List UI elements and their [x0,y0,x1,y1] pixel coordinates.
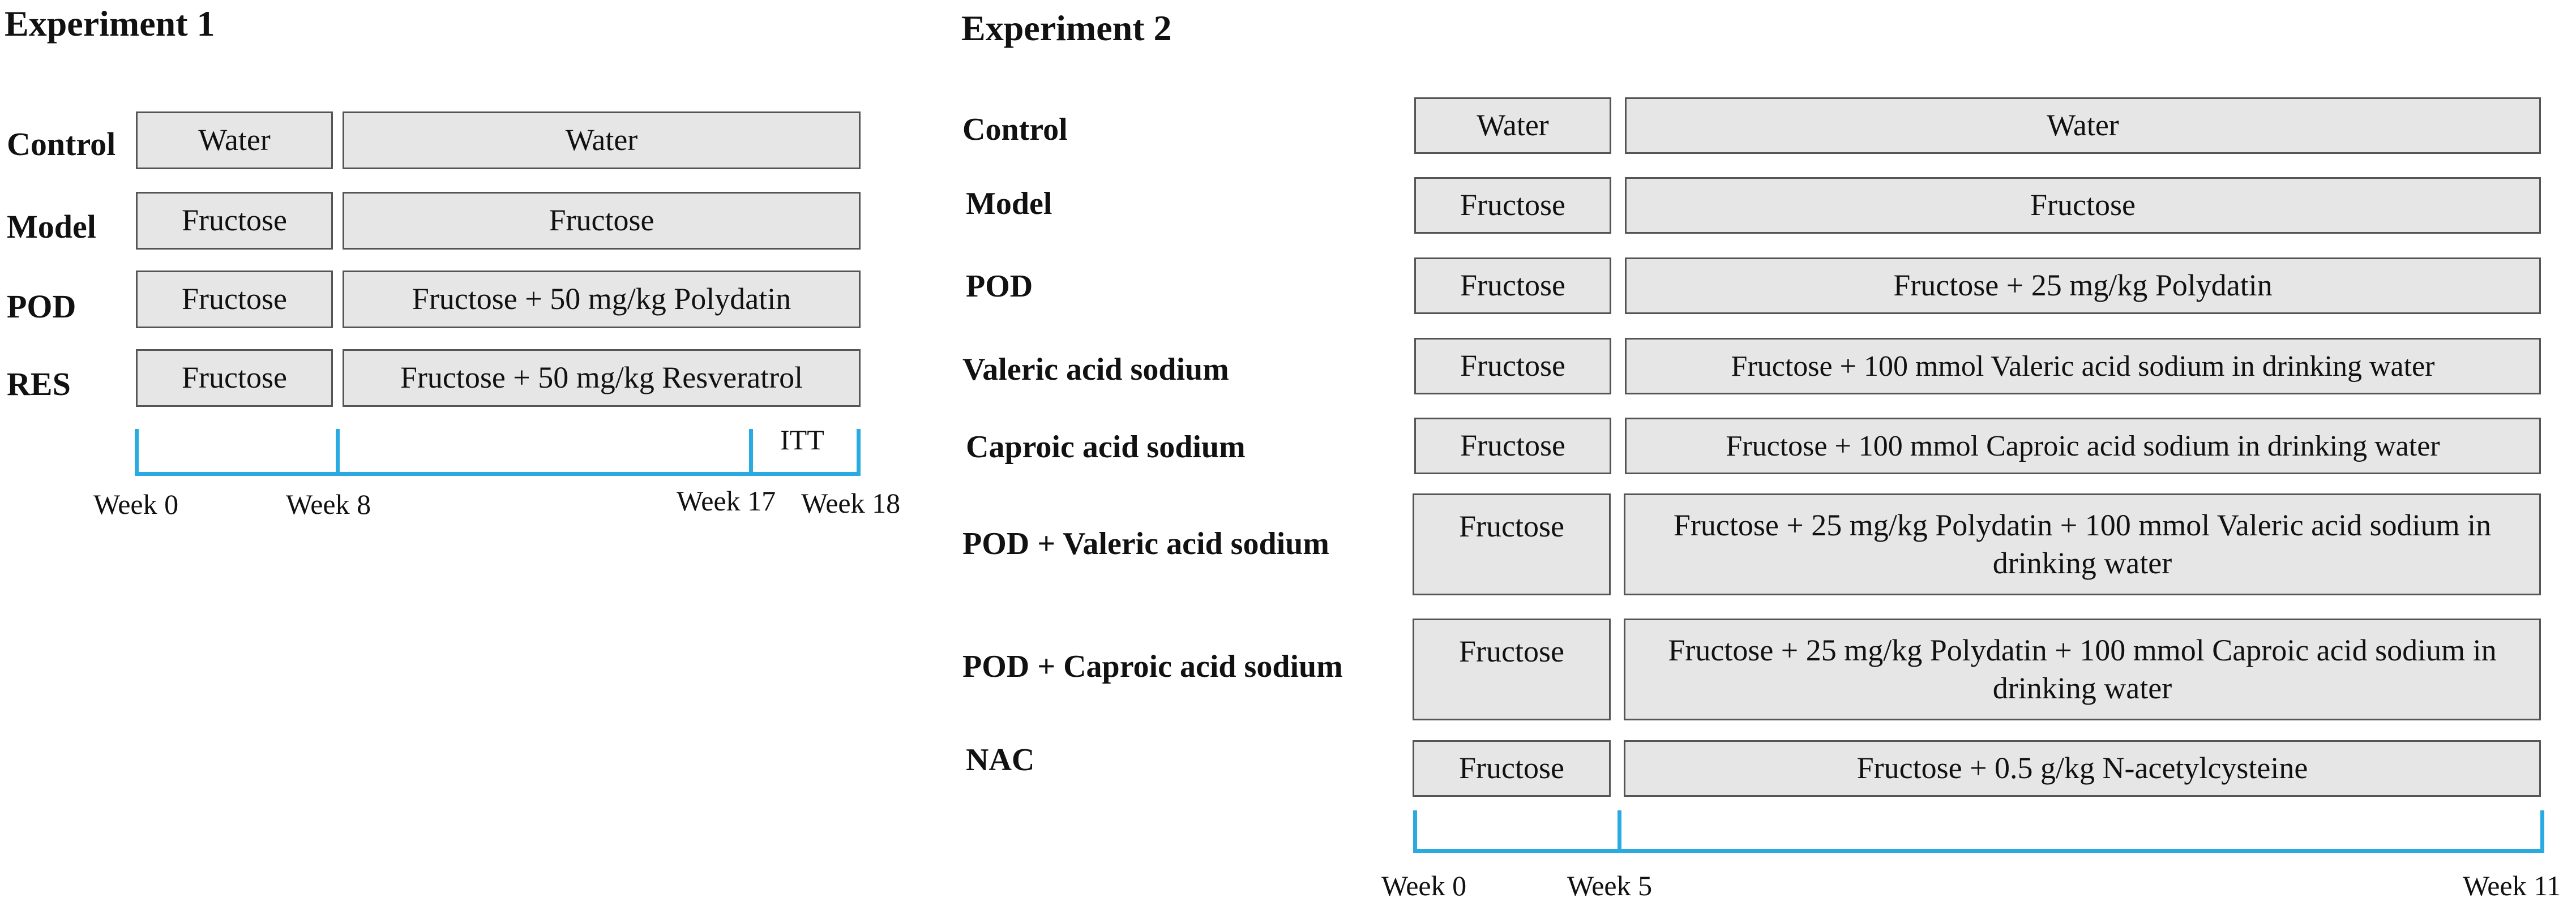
exp1-timeline-tick-week0 [135,429,139,476]
exp1-pod-phase1-box: Fructose [136,270,333,328]
exp1-itt-label: ITT [780,424,824,456]
exp1-row-label-model: Model [7,208,96,245]
exp2-timeline-tick-week0 [1413,810,1417,853]
exp1-timeline-tick-week8 [336,429,340,476]
exp2-valeric-phase2-box: Fructose + 100 mmol Valeric acid sodium … [1625,338,2541,394]
exp2-tick-label-week11: Week 11 [2463,870,2561,901]
exp2-pod-phase2-box: Fructose + 25 mg/kg Polydatin [1625,257,2541,314]
experiment-1-title: Experiment 1 [5,3,215,44]
exp1-tick-label-week18: Week 18 [801,487,901,519]
exp2-pod-valeric-phase2-box: Fructose + 25 mg/kg Polydatin + 100 mmol… [1624,493,2541,595]
exp2-control-phase2-box: Water [1625,97,2541,154]
exp2-model-phase1-box: Fructose [1414,177,1611,234]
exp1-tick-label-week0: Week 0 [93,488,179,520]
exp2-row-label-valeric: Valeric acid sodium [962,352,1229,387]
exp2-tick-label-week5: Week 5 [1567,870,1653,901]
exp2-row-label-nac: NAC [966,742,1035,778]
exp1-res-phase2-box: Fructose + 50 mg/kg Resveratrol [343,349,861,407]
exp2-tick-label-week0: Week 0 [1381,870,1467,901]
exp1-tick-label-week17: Week 17 [677,485,776,517]
exp1-model-phase2-box: Fructose [343,192,861,250]
exp1-res-phase1-box: Fructose [136,349,333,407]
exp2-nac-phase1-box: Fructose [1413,740,1611,797]
exp2-control-phase1-box: Water [1414,97,1611,154]
exp2-valeric-phase1-box: Fructose [1414,338,1611,394]
exp2-timeline-tick-week5 [1618,810,1621,853]
exp2-model-phase2-box: Fructose [1625,177,2541,234]
exp1-row-label-res: RES [7,366,71,402]
exp2-row-label-control: Control [962,112,1068,147]
exp2-pod-phase1-box: Fructose [1414,257,1611,314]
exp1-control-phase1-box: Water [136,111,333,169]
exp1-row-label-pod: POD [7,288,76,325]
exp2-row-label-pod: POD [966,269,1033,304]
exp1-pod-phase2-box: Fructose + 50 mg/kg Polydatin [343,270,861,328]
exp2-timeline-line [1413,849,2544,853]
exp1-model-phase1-box: Fructose [136,192,333,250]
exp1-tick-label-week8: Week 8 [286,488,371,520]
exp2-nac-phase2-box: Fructose + 0.5 g/kg N-acetylcysteine [1624,740,2541,797]
exp1-row-label-control: Control [7,126,116,162]
exp2-caproic-phase2-box: Fructose + 100 mmol Caproic acid sodium … [1625,418,2541,474]
exp2-row-label-pod-valeric: POD + Valeric acid sodium [962,526,1329,561]
exp1-timeline-tick-week17 [749,429,753,476]
exp1-timeline-tick-week18 [857,429,861,476]
exp2-row-label-pod-caproic: POD + Caproic acid sodium [962,649,1343,684]
exp2-pod-valeric-phase1-box: Fructose [1413,493,1611,595]
exp2-pod-caproic-phase2-box: Fructose + 25 mg/kg Polydatin + 100 mmol… [1624,619,2541,720]
exp2-caproic-phase1-box: Fructose [1414,418,1611,474]
exp1-control-phase2-box: Water [343,111,861,169]
exp2-pod-caproic-phase1-box: Fructose [1413,619,1611,720]
experiment-2-title: Experiment 2 [961,8,1172,48]
exp1-timeline-line [135,472,861,476]
exp2-timeline-tick-week11 [2540,810,2544,853]
exp2-row-label-model: Model [966,186,1052,221]
exp2-row-label-caproic: Caproic acid sodium [966,430,1246,465]
